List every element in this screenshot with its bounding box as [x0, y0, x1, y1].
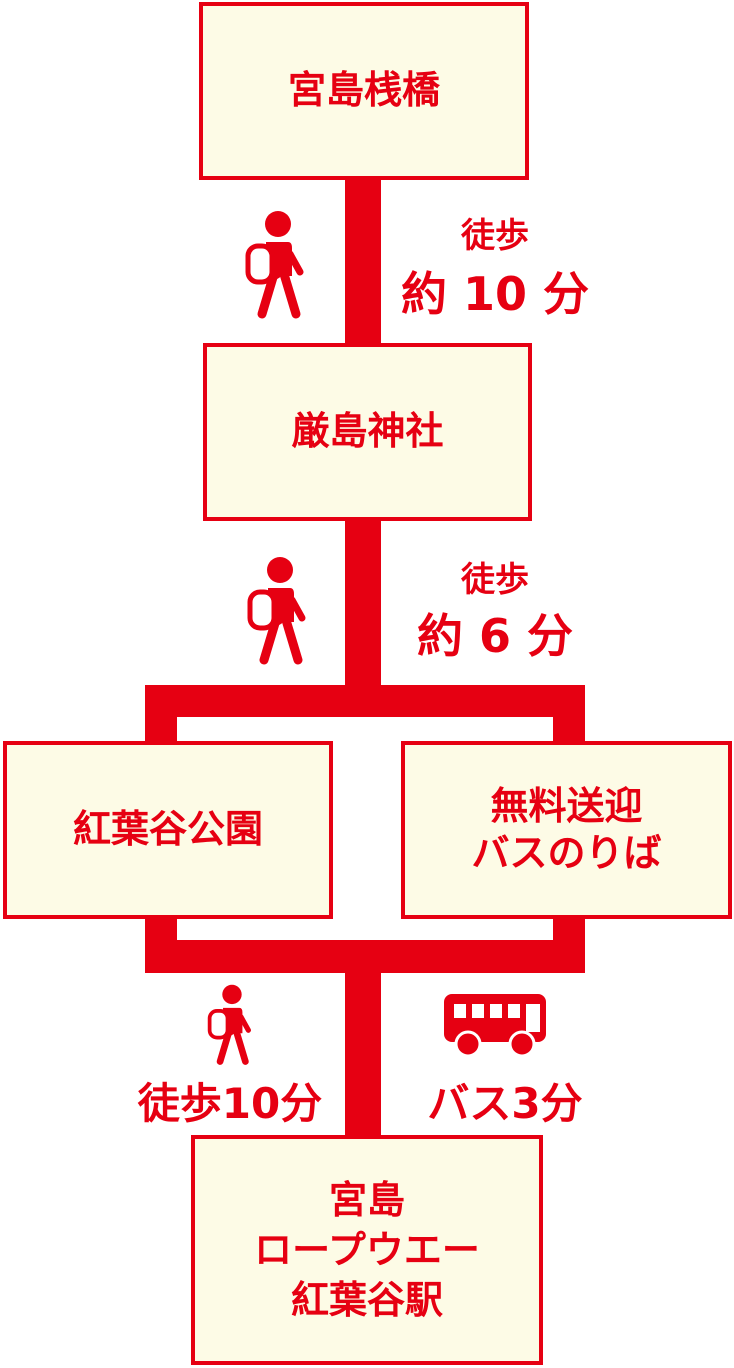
station-pier-label: 宮島桟橋	[287, 68, 440, 113]
branch-left-stem	[145, 685, 177, 745]
ropeway-label-line: 紅葉谷駅	[290, 1278, 443, 1323]
bus-icon	[444, 994, 546, 1058]
leg3-bus-label: バス3分	[427, 1079, 583, 1128]
ropeway-station-box: 宮島 ロープウエー 紅葉谷駅	[191, 1135, 543, 1365]
station-pier-box: 宮島桟橋	[199, 2, 529, 180]
station-park-label: 紅葉谷公園	[72, 807, 263, 852]
ropeway-label-line: 宮島	[328, 1177, 405, 1222]
shuttle-label-line: 無料送迎	[490, 783, 643, 828]
leg2-time: 約 6 分	[416, 609, 574, 663]
leg2-mode: 徒歩	[461, 560, 529, 600]
branch-join-line	[145, 940, 585, 973]
ropeway-label-line: ロープウエー	[254, 1227, 480, 1272]
leg1-mode: 徒歩	[461, 216, 529, 256]
shuttle-bus-stop-box: 無料送迎 バスのりば	[401, 741, 732, 919]
connector-line	[345, 970, 381, 1138]
leg3-walk-label: 徒歩10分	[137, 1079, 323, 1128]
shuttle-label-line: バスのりば	[471, 831, 662, 875]
station-shrine-label: 厳島神社	[291, 409, 444, 454]
branch-right-stem	[553, 685, 585, 745]
branch-split-line	[145, 685, 585, 717]
walking-person-icon	[247, 557, 306, 665]
station-shrine-box: 厳島神社	[203, 343, 532, 521]
walking-person-icon	[207, 984, 251, 1065]
leg1-time: 約 10 分	[400, 267, 590, 321]
walking-person-icon	[245, 211, 304, 319]
connector-line	[345, 176, 381, 348]
station-park-box: 紅葉谷公園	[3, 741, 333, 919]
connector-line	[345, 518, 381, 688]
